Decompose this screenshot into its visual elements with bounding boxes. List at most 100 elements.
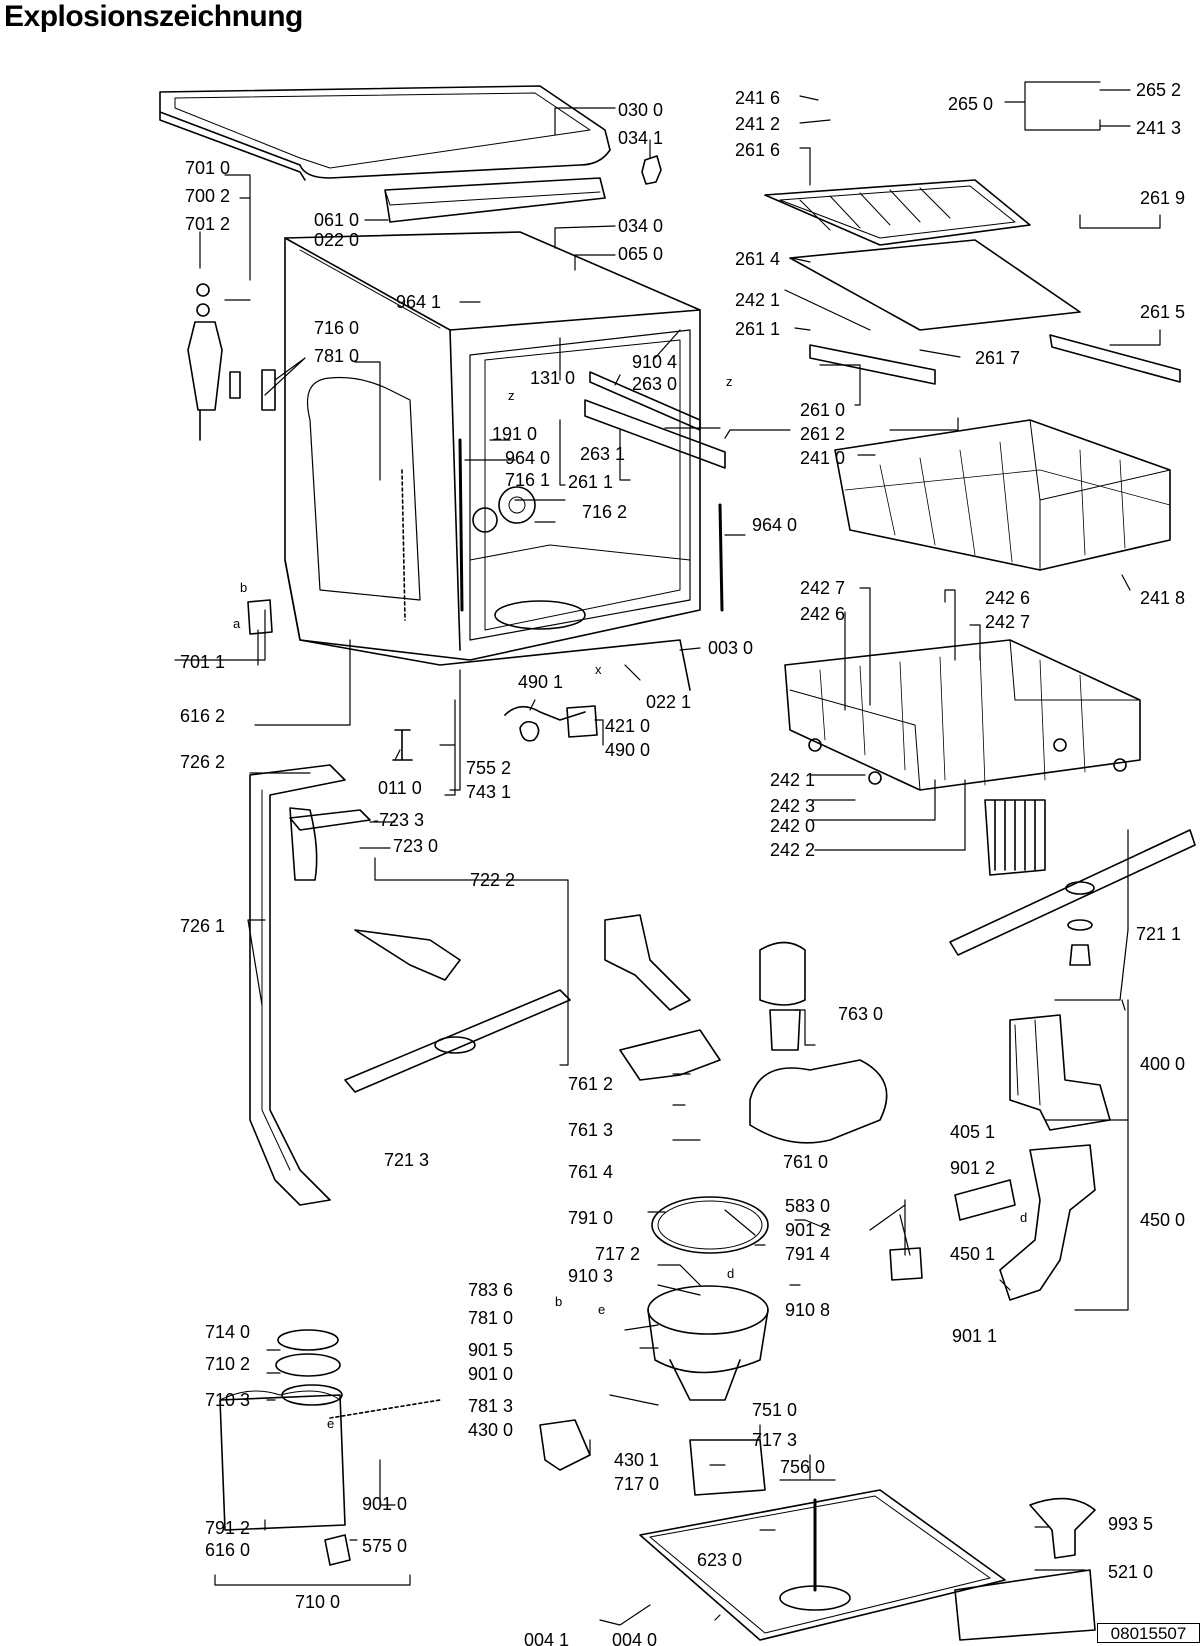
marker-d: d <box>727 1266 734 1281</box>
label-781-0-bottom: 781 0 <box>468 1308 513 1328</box>
label-717-0: 717 0 <box>614 1474 659 1494</box>
part-labels: 030 0 034 1 061 0 022 0 034 0 065 0 964 … <box>180 80 1185 1646</box>
label-242-2: 242 2 <box>770 840 815 860</box>
marker-b: b <box>240 580 247 595</box>
label-263-0: 263 0 <box>632 374 677 394</box>
label-022-0: 022 0 <box>314 230 359 250</box>
label-717-2: 717 2 <box>595 1244 640 1264</box>
marker-z: z <box>508 388 515 403</box>
label-700-2: 700 2 <box>185 186 230 206</box>
label-755-2: 755 2 <box>466 758 511 778</box>
sump-plate-part <box>749 1059 888 1144</box>
document-number: 08015507 <box>1097 1623 1200 1643</box>
label-405-1: 405 1 <box>950 1122 995 1142</box>
marker-b: b <box>555 1294 562 1309</box>
foot-part <box>392 729 413 761</box>
label-761-2: 761 2 <box>568 1074 613 1094</box>
pump-housing-part <box>999 1144 1096 1301</box>
label-261-2: 261 2 <box>800 424 845 444</box>
label-061-0: 061 0 <box>314 210 359 230</box>
bracket-part <box>247 599 273 635</box>
label-721-3: 721 3 <box>384 1150 429 1170</box>
label-910-3: 910 3 <box>568 1266 613 1286</box>
label-964-0-right: 964 0 <box>752 515 797 535</box>
rail-slot-part <box>589 371 701 431</box>
label-003-0: 003 0 <box>708 638 753 658</box>
label-716-1: 716 1 <box>505 470 550 490</box>
label-781-0-top: 781 0 <box>314 346 359 366</box>
label-726-1: 726 1 <box>180 916 225 936</box>
label-242-3: 242 3 <box>770 796 815 816</box>
spray-arm-lower-part <box>949 829 1196 966</box>
label-710-3: 710 3 <box>205 1390 250 1410</box>
label-261-5: 261 5 <box>1140 302 1185 322</box>
leader-lines <box>174 81 1161 1626</box>
plug-part <box>519 720 540 742</box>
label-714-0: 714 0 <box>205 1322 250 1342</box>
label-242-6-right: 242 6 <box>985 588 1030 608</box>
cabinet-frame <box>284 231 724 691</box>
label-022-1: 022 1 <box>646 692 691 712</box>
circulation-pump-part <box>1009 1014 1111 1131</box>
inlet-valve-part <box>187 283 276 441</box>
label-616-0: 616 0 <box>205 1540 250 1560</box>
label-421-0: 421 0 <box>605 716 650 736</box>
label-241-2: 241 2 <box>735 114 780 134</box>
label-623-0: 623 0 <box>697 1550 742 1570</box>
sump-gasket-inner <box>657 1200 763 1250</box>
label-722-2: 722 2 <box>470 870 515 890</box>
circulation-pipe-part <box>249 764 346 1206</box>
label-065-0: 065 0 <box>618 244 663 264</box>
upper-rack-frame-part <box>789 239 1081 331</box>
label-004-0: 004 0 <box>612 1630 657 1646</box>
label-261-0: 261 0 <box>800 400 845 420</box>
label-751-0: 751 0 <box>752 1400 797 1420</box>
label-756-0: 756 0 <box>780 1457 825 1477</box>
label-131-0: 131 0 <box>530 368 575 388</box>
label-717-3: 717 3 <box>752 1430 797 1450</box>
label-034-0: 034 0 <box>618 216 663 236</box>
label-616-2: 616 2 <box>180 706 225 726</box>
label-034-1: 034 1 <box>618 128 663 148</box>
cable-part <box>504 705 586 721</box>
rail-left-part <box>584 399 726 469</box>
label-701-1: 701 1 <box>180 652 225 672</box>
label-910-8: 910 8 <box>785 1300 830 1320</box>
worktop-part <box>159 85 611 181</box>
label-004-1: 004 1 <box>524 1630 569 1646</box>
label-723-3: -723 3 <box>373 810 424 830</box>
label-583-0: 583 0 <box>785 1196 830 1216</box>
label-242-6-left: 242 6 <box>800 604 845 624</box>
label-901-1: 901 1 <box>952 1326 997 1346</box>
label-910-4: 910 4 <box>632 352 677 372</box>
label-716-0: 716 0 <box>314 318 359 338</box>
label-242-0: 242 0 <box>770 816 815 836</box>
level-switch-part <box>324 1534 351 1566</box>
kickplate-part <box>954 1569 1096 1641</box>
label-761-0: 761 0 <box>783 1152 828 1172</box>
marker-a: a <box>233 616 241 631</box>
hose-part <box>954 1179 1016 1221</box>
upper-basket-part <box>834 419 1171 571</box>
base-pan-part <box>639 1489 1006 1641</box>
label-791-0: 791 0 <box>568 1208 613 1228</box>
label-964-0-mid: 964 0 <box>505 448 550 468</box>
lower-basket-part <box>784 639 1141 791</box>
label-241-3: 241 3 <box>1136 118 1181 138</box>
clip-part <box>641 155 662 185</box>
marker-x: x <box>595 662 602 677</box>
label-783-6: 783 6 <box>468 1280 513 1300</box>
label-710-2: 710 2 <box>205 1354 250 1374</box>
label-701-0: 701 0 <box>185 158 230 178</box>
water-softener-part <box>219 1329 441 1531</box>
sump-part <box>647 1285 769 1401</box>
marker-z: z <box>726 374 733 389</box>
label-261-1-top: 261 1 <box>735 319 780 339</box>
page-title: Explosionszeichnung <box>4 0 303 33</box>
label-242-1-top: 242 1 <box>735 290 780 310</box>
label-261-1-mid: 261 1 <box>568 472 613 492</box>
marker-d: d <box>1020 1210 1027 1225</box>
spray-arm-upper-part <box>289 809 371 831</box>
label-242-1-bottom: 242 1 <box>770 770 815 790</box>
label-993-5: 993 5 <box>1108 1514 1153 1534</box>
